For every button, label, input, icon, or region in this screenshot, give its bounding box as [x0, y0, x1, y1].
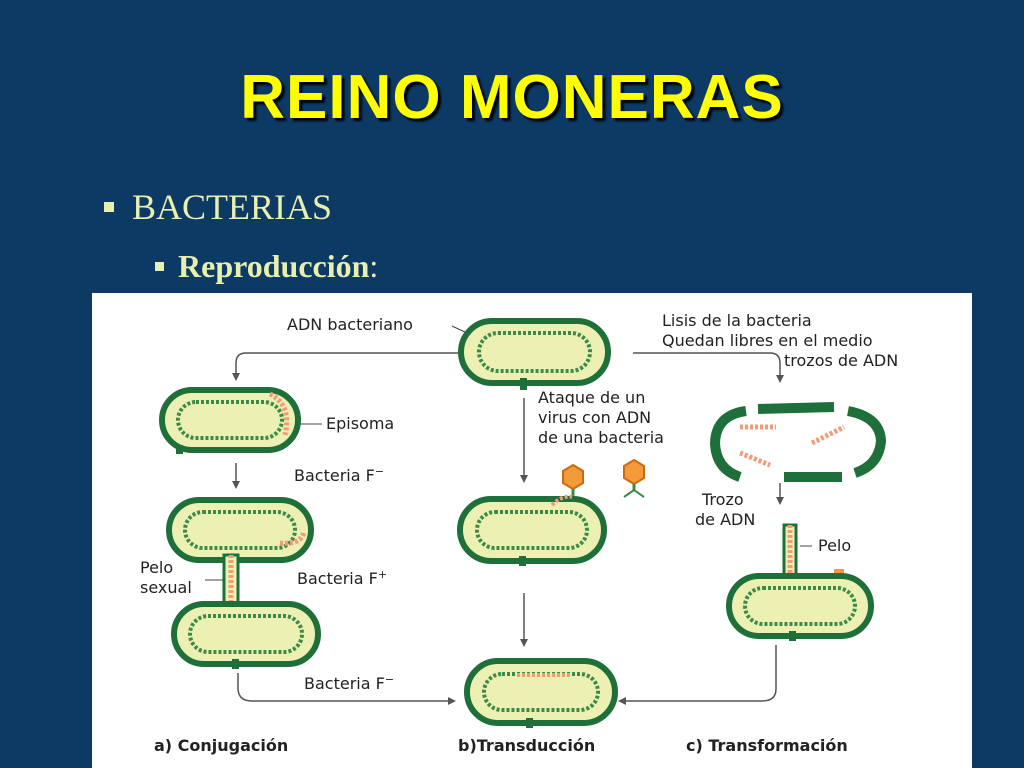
- label-lisis-1: Lisis de la bacteria: [662, 311, 812, 330]
- bullet-square-icon: [155, 262, 164, 271]
- sign-plus: +: [378, 568, 387, 581]
- label-lisis-2: Quedan libres en el medio: [662, 331, 873, 350]
- label-bacteria-f-top: Bacteria F−: [294, 465, 384, 485]
- arrow-to-conjugation: [232, 352, 460, 381]
- label-bacteria-f-bottom: Bacteria F−: [304, 673, 394, 693]
- sign-minus: −: [375, 465, 384, 478]
- label-trozo-2: de ADN: [695, 510, 755, 529]
- diagram-labels: ADN bacteriano Lisis de la bacteria Qued…: [140, 311, 898, 755]
- cell-top-center: [458, 318, 611, 390]
- arrows: [232, 352, 784, 705]
- caption-transformacion: c) Transformación: [686, 736, 848, 755]
- caption-conjugacion: a) Conjugación: [154, 736, 288, 755]
- label-pelo-sexual-2: sexual: [140, 578, 192, 597]
- cell-final: [464, 658, 618, 728]
- label-adn-bacteriano: ADN bacteriano: [287, 315, 413, 334]
- label-lisis-3: trozos de ADN: [784, 351, 898, 370]
- label-ataque-2: virus con ADN: [538, 408, 651, 427]
- cell-conj-3: [171, 601, 321, 669]
- bullet-text-main: Reproducción: [178, 248, 370, 284]
- cell-conj-1: [159, 387, 301, 454]
- label-bacteria-f-mid-text: Bacteria F: [297, 569, 378, 588]
- bullet-reproduccion: Reproducción:: [155, 248, 378, 285]
- bullet-text: BACTERIAS: [132, 187, 333, 227]
- cell-transd-1: [457, 494, 607, 566]
- bacteria-reproduction-diagram: ADN bacteriano Lisis de la bacteria Qued…: [92, 293, 972, 768]
- cell-transf: [726, 573, 874, 641]
- label-bacteria-f-bottom-text: Bacteria F: [304, 674, 385, 693]
- bullet-bacterias: BACTERIAS: [104, 186, 332, 228]
- cell-conj-2: [166, 497, 314, 563]
- bullet-text-suffix: :: [369, 248, 379, 284]
- bullet-text: Reproducción:: [178, 248, 378, 285]
- label-pelo-sexual-1: Pelo: [140, 558, 173, 577]
- label-bacteria-f-top-text: Bacteria F: [294, 466, 375, 485]
- free-dna-fragments: [739, 424, 846, 468]
- label-episoma: Episoma: [326, 414, 394, 433]
- sign-minus: −: [385, 673, 394, 686]
- arrow-to-lysis: [633, 352, 784, 383]
- arrow-a-final: [237, 673, 456, 705]
- label-trozo-1: Trozo: [701, 490, 744, 509]
- cell-lysed: [709, 402, 887, 482]
- caption-transduccion: b)Transducción: [458, 736, 595, 755]
- arrow-c-final: [618, 645, 777, 705]
- bullet-square-icon: [104, 202, 114, 212]
- label-bacteria-f-mid: Bacteria F+: [297, 568, 387, 588]
- label-pelo: Pelo: [818, 536, 851, 555]
- slide-title: REINO MONERAS: [240, 63, 784, 132]
- phage-2: [623, 458, 645, 498]
- label-ataque-1: Ataque de un: [538, 388, 645, 407]
- label-ataque-3: de una bacteria: [538, 428, 664, 447]
